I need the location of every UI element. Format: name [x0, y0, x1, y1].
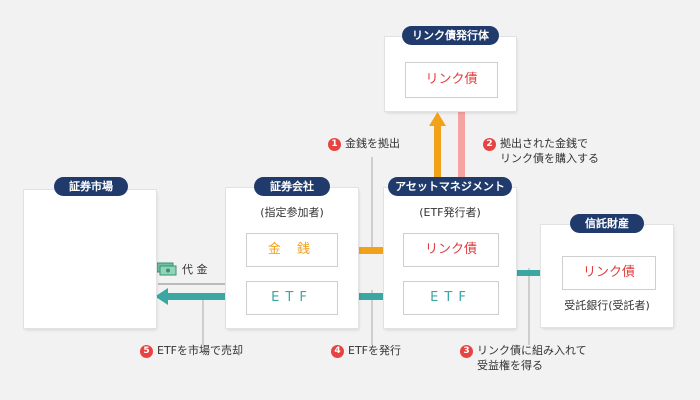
etf-sell-arrow-shaft [168, 293, 246, 300]
etf-issue-arrow-shaft [355, 293, 402, 300]
payment-label: 代 金 [182, 263, 208, 276]
securities-market-title: 証券市場 [54, 177, 128, 196]
step-2-text-line1: 拠出された金銭で [500, 137, 588, 150]
etf-box-asset: ETF [403, 281, 499, 315]
step-1-text: 金銭を拠出 [345, 137, 400, 150]
step-5-badge: 5 [140, 345, 153, 358]
step-3-badge: 3 [460, 345, 473, 358]
link-bond-issuer-title: リンク債発行体 [402, 26, 499, 45]
securities-company-subtitle: (指定参加者) [260, 206, 324, 219]
asset-management-title: アセットマネジメント [388, 177, 512, 196]
trust-double-arrow-shaft [512, 270, 546, 276]
cash-icon [156, 262, 177, 276]
money-box: 金 銭 [246, 233, 338, 267]
trust-property-title: 信託財産 [570, 214, 644, 233]
step-2-text-line2: リンク債を購入する [500, 152, 599, 165]
step-3-note: 3 リンク債に組み入れて 受益権を得る [460, 343, 587, 373]
step-2-badge: 2 [483, 138, 496, 151]
step-1-note: 1 金銭を拠出 [328, 136, 400, 151]
link-bond-box-asset: リンク債 [403, 233, 499, 267]
step-4-badge: 4 [331, 345, 344, 358]
step-3-text-line2: 受益権を得る [477, 359, 543, 372]
step-2-note: 2 拠出された金銭で リンク債を購入する [483, 136, 599, 166]
trustee-bank-caption: 受託銀行(受託者) [564, 299, 650, 312]
step-5-note: 5 ETFを市場で売却 [140, 343, 243, 358]
etf-box-securities: ETF [246, 281, 338, 315]
step-5-text: ETFを市場で売却 [157, 344, 243, 357]
link-bond-down-arrow-shaft [458, 112, 465, 224]
step-4-text: ETFを発行 [348, 344, 401, 357]
asset-management-subtitle: (ETF発行者) [419, 206, 481, 219]
link-bond-box-issuer: リンク債 [405, 62, 498, 98]
link-bond-box-trust: リンク債 [562, 256, 656, 290]
step-1-badge: 1 [328, 138, 341, 151]
step-4-note: 4 ETFを発行 [331, 343, 401, 358]
step-3-text-line1: リンク債に組み入れて [477, 344, 587, 357]
securities-company-title: 証券会社 [254, 177, 330, 196]
securities-market-box [24, 190, 156, 328]
money-arrow-shaft [340, 247, 385, 254]
purchase-up-arrow-head [429, 112, 446, 126]
etf-sell-arrow-head [155, 288, 168, 305]
